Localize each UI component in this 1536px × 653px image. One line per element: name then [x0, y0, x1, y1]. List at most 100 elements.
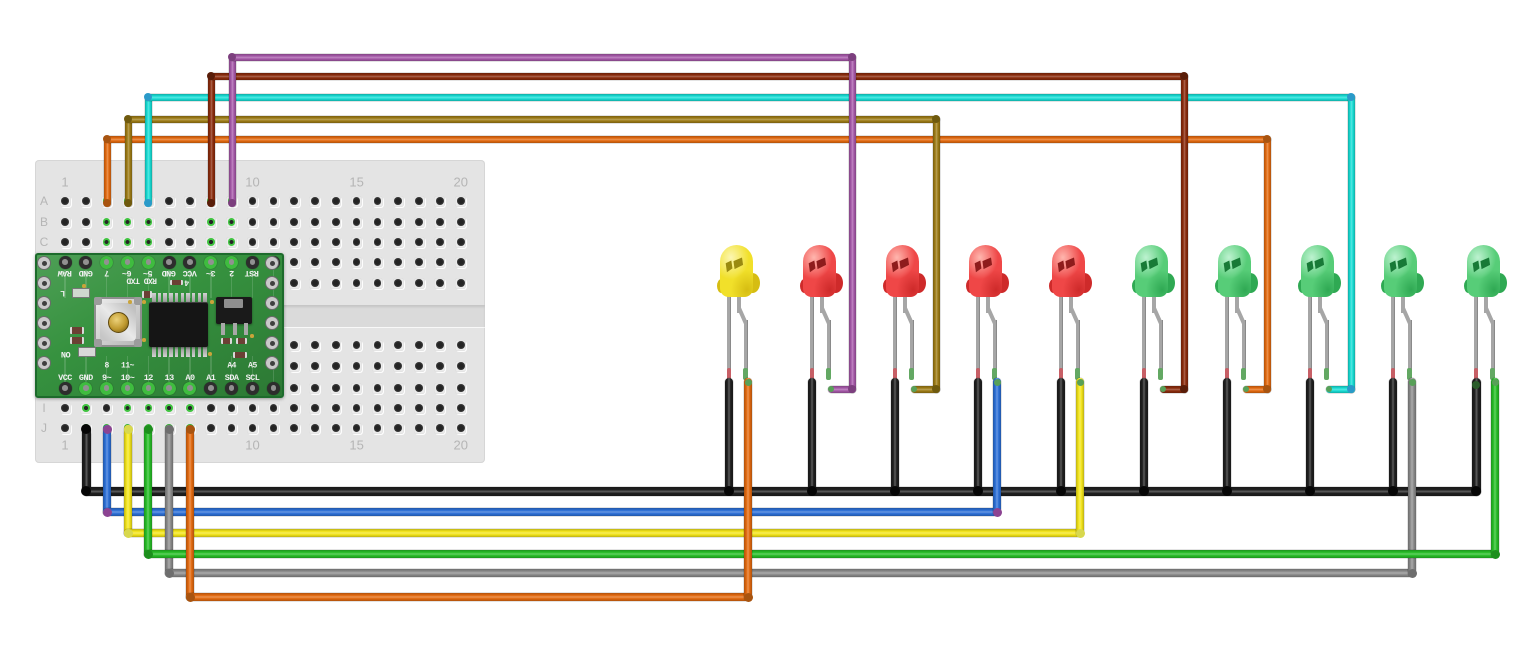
gnd-bus-junction[interactable] — [973, 486, 983, 496]
breadboard-hole-I3[interactable] — [102, 404, 111, 412]
wire-green-bend[interactable] — [143, 549, 153, 559]
wire-orange-a0[interactable] — [186, 593, 752, 601]
wire-orange-a0[interactable] — [744, 378, 752, 601]
led-dome[interactable] — [969, 245, 1002, 297]
breadboard-hole-A13[interactable] — [311, 197, 319, 205]
wire-gray-bend[interactable] — [1407, 568, 1417, 578]
wire-purple-pin2-bend[interactable] — [227, 52, 237, 62]
breadboard-hole-J20[interactable] — [456, 424, 465, 432]
wire-orange-pin7-bend[interactable] — [1262, 384, 1272, 394]
breadboard-hole-B20[interactable] — [456, 218, 465, 226]
breadboard-hole-C13[interactable] — [311, 238, 319, 246]
breadboard-hole-I4[interactable] — [123, 404, 132, 412]
breadboard-hole-C2[interactable] — [82, 238, 90, 246]
breadboard-hole-F18[interactable] — [415, 341, 423, 349]
breadboard-hole-D16[interactable] — [373, 258, 382, 266]
breadboard-hole-I18[interactable] — [415, 404, 423, 412]
wire-green[interactable] — [1491, 378, 1499, 558]
wire-cyan-pin5-bend[interactable] — [1346, 384, 1356, 394]
wire-purple-pin2-end[interactable] — [827, 385, 835, 393]
wire-yellow[interactable] — [1076, 378, 1084, 537]
breadboard-hole-I13[interactable] — [311, 404, 319, 412]
gnd-bus[interactable] — [1471, 377, 1481, 496]
wire-purple-pin2[interactable] — [827, 385, 856, 393]
gnd-cathode-2[interactable] — [807, 377, 817, 496]
breadboard-hole-C8[interactable] — [207, 238, 215, 246]
breadboard-hole-A10[interactable] — [248, 197, 257, 205]
led-dome[interactable] — [1467, 245, 1500, 297]
breadboard-hole-F20[interactable] — [456, 341, 465, 349]
wire-blue-end[interactable] — [993, 378, 1001, 386]
wire-cyan-pin5-bend[interactable] — [1346, 92, 1356, 102]
wire-orange-pin7-bend[interactable] — [1262, 134, 1272, 144]
wire-olive-pin6[interactable] — [124, 115, 940, 123]
wire-blue-bend[interactable] — [992, 507, 1002, 517]
breadboard-hole-E20[interactable] — [456, 279, 465, 287]
breadboard-hole-B15[interactable] — [352, 218, 361, 226]
gnd-bus-junction[interactable] — [1056, 486, 1066, 496]
breadboard-hole-H15[interactable] — [352, 384, 361, 392]
breadboard-hole-A15[interactable] — [352, 197, 361, 205]
gnd-bus-bend[interactable] — [80, 485, 92, 497]
breadboard-hole-D19[interactable] — [436, 258, 444, 266]
gnd-bus[interactable] — [81, 424, 91, 496]
breadboard-hole-B7[interactable] — [186, 218, 194, 226]
wire-gray[interactable] — [165, 425, 173, 577]
wire-cyan-pin5[interactable] — [144, 93, 152, 207]
wire-orange-a0-bend[interactable] — [185, 592, 195, 602]
breadboard-hole-A20[interactable] — [456, 197, 465, 205]
breadboard-hole-J19[interactable] — [436, 424, 444, 432]
breadboard-hole-D17[interactable] — [394, 258, 403, 266]
breadboard-hole-B5[interactable] — [144, 218, 153, 226]
reset-button-cap[interactable] — [108, 312, 129, 333]
breadboard-hole-B10[interactable] — [248, 218, 257, 226]
wire-cyan-pin5-end[interactable] — [143, 198, 153, 208]
breadboard-hole-A17[interactable] — [394, 197, 403, 205]
breadboard-hole-I17[interactable] — [394, 404, 403, 412]
breadboard-hole-J15[interactable] — [352, 424, 361, 432]
ic-chip[interactable] — [149, 302, 208, 347]
wire-purple-pin2-bend[interactable] — [847, 52, 857, 62]
wire-blue[interactable] — [103, 508, 1001, 516]
wire-orange-a0-end[interactable] — [744, 378, 752, 386]
breadboard-hole-B3[interactable] — [102, 218, 111, 226]
wire-brown-pin3-bend[interactable] — [206, 71, 216, 81]
breadboard-hole-B19[interactable] — [436, 218, 444, 226]
wire-brown-pin3-end[interactable] — [206, 198, 216, 208]
wire-olive-pin6-bend[interactable] — [123, 114, 133, 124]
breadboard-hole-D13[interactable] — [311, 258, 319, 266]
breadboard-hole-I20[interactable] — [456, 404, 465, 412]
wire-gray-end[interactable] — [164, 424, 174, 434]
breadboard-hole-E13[interactable] — [311, 279, 319, 287]
wire-gray[interactable] — [1408, 378, 1416, 577]
breadboard-hole-F19[interactable] — [436, 341, 444, 349]
wire-yellow[interactable] — [124, 529, 1084, 537]
gnd-bus-junction[interactable] — [1388, 486, 1398, 496]
wire-gray-bend[interactable] — [164, 568, 174, 578]
breadboard-hole-J17[interactable] — [394, 424, 403, 432]
breadboard-hole-A6[interactable] — [165, 197, 173, 205]
breadboard-hole-F15[interactable] — [352, 341, 361, 349]
wire-green[interactable] — [144, 425, 152, 558]
wire-orange-a0[interactable] — [186, 425, 194, 601]
led-dome[interactable] — [1135, 245, 1168, 297]
wire-olive-pin6-bend[interactable] — [931, 114, 941, 124]
wire-olive-pin6[interactable] — [932, 115, 940, 393]
wire-brown-pin3[interactable] — [207, 72, 215, 207]
breadboard-hole-G15[interactable] — [352, 362, 361, 370]
wire-blue[interactable] — [103, 425, 111, 516]
wire-blue-end[interactable] — [102, 424, 112, 434]
wire-yellow-bend[interactable] — [1075, 528, 1085, 538]
breadboard-hole-B11[interactable] — [269, 218, 278, 226]
wire-cyan-pin5[interactable] — [1347, 93, 1355, 393]
led-dome[interactable] — [803, 245, 836, 297]
gnd-cathode-1[interactable] — [724, 377, 734, 496]
breadboard-hole-C19[interactable] — [436, 238, 444, 246]
breadboard-hole-C5[interactable] — [144, 238, 153, 246]
gnd-cathode-7[interactable] — [1222, 377, 1232, 496]
wire-olive-pin6[interactable] — [910, 385, 940, 393]
wire-brown-pin3[interactable] — [1180, 72, 1188, 393]
breadboard-hole-B16[interactable] — [373, 218, 382, 226]
breadboard-hole-C20[interactable] — [456, 238, 465, 246]
wire-olive-pin6-end[interactable] — [910, 385, 918, 393]
